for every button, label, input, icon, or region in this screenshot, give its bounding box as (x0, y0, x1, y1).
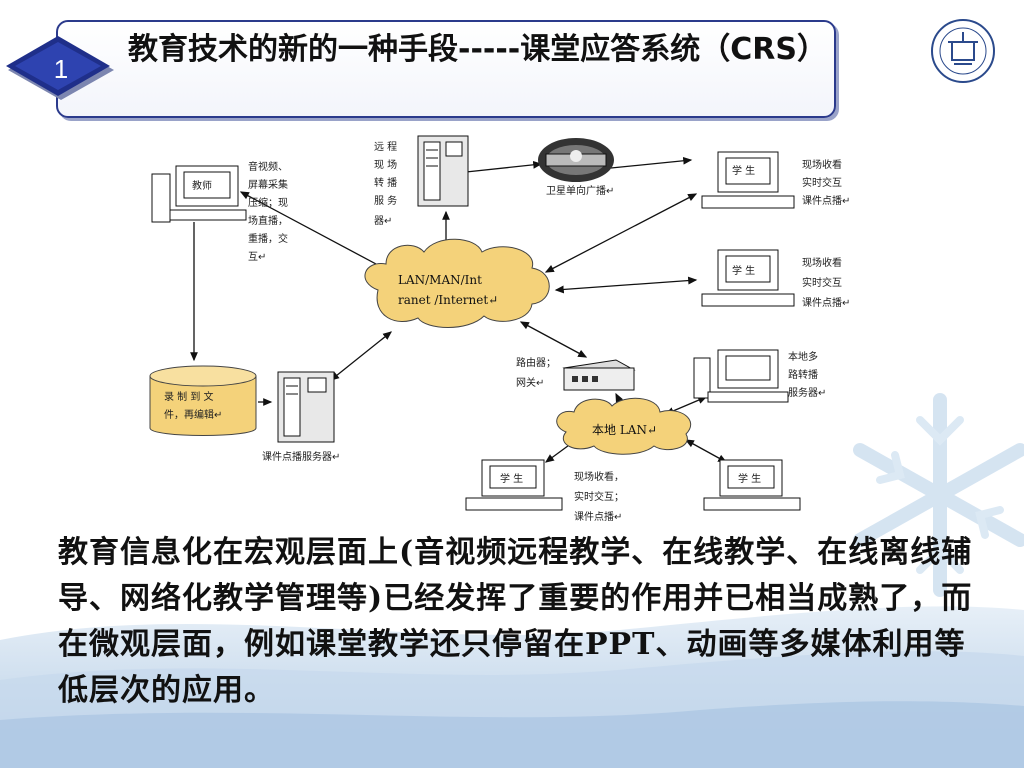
svg-text:学 生: 学 生 (732, 264, 755, 277)
student-caption-3: 现场收看， 实时交互； 课件点播↵ (574, 470, 627, 523)
slide-number-badge: 1 (6, 34, 124, 106)
record-database-icon: 录 制 到 文 件，再编辑↵ (149, 365, 257, 436)
satellite-caption: 卫星单向广播↵ (546, 184, 614, 197)
internet-cloud-icon: LAN/MAN/Int ranet /Internet↵ (364, 238, 550, 328)
teacher-caption: 音视频、 屏幕采集 压缩；现 场直播， 重播，交 互↵ (248, 160, 291, 263)
title-frame (56, 20, 836, 118)
snowflake-decoration (853, 393, 1024, 597)
student-computer-icon-4: 学 生 (703, 459, 801, 511)
student-computer-icon-3: 学 生 (465, 459, 563, 511)
router-icon (562, 359, 636, 391)
svg-text:ranet /Internet↵: ranet /Internet↵ (398, 293, 498, 307)
svg-text:件，再编辑↵: 件，再编辑↵ (164, 408, 222, 421)
svg-text:LAN/MAN/Int: LAN/MAN/Int (398, 273, 482, 287)
teacher-label: 教师 (192, 179, 212, 192)
university-logo (931, 19, 995, 83)
remote-server-caption: 远 程 现 场 转 播 服 务 器↵ (374, 141, 400, 227)
student-computer-icon-2: 学 生 (701, 249, 795, 307)
vod-server-caption: 课件点播服务器↵ (262, 450, 340, 463)
slide-number: 1 (53, 53, 69, 84)
student-computer-icon-1: 学 生 (701, 151, 795, 209)
student-caption-1: 现场收看 实时交互 课件点播↵ (802, 158, 850, 207)
remote-server-icon (417, 135, 469, 207)
body-paragraph: 教育信息化在宏观层面上(音视频远程教学、在线教学、在线离线辅导、网络化教学管理等… (58, 535, 973, 708)
student-caption-2: 现场收看 实时交互 课件点播↵ (802, 256, 850, 309)
svg-text:学 生: 学 生 (732, 164, 755, 177)
svg-text:学 生: 学 生 (500, 472, 523, 485)
local-lan-cloud-icon: 本地 LAN↵ (556, 397, 692, 455)
local-server-caption: 本地多 路转播 服务器↵ (788, 350, 826, 399)
page-title: 教育技术的新的一种手段-----课堂应答系统（CRS） (128, 32, 827, 67)
bottom-wave-decoration (0, 606, 1024, 768)
router-caption: 路由器； 网关↵ (516, 356, 559, 389)
svg-text:本地 LAN↵: 本地 LAN↵ (592, 423, 657, 437)
crs-network-diagram: 教师 音视频、 屏幕采集 压缩；现 场直播， 重播，交 互↵ 远 程 现 场 转… (146, 132, 866, 532)
local-server-computer-icon (693, 349, 789, 403)
svg-text:学 生: 学 生 (738, 472, 761, 485)
svg-text:录 制 到 文: 录 制 到 文 (164, 390, 214, 403)
satellite-icon (538, 138, 614, 182)
teacher-computer-icon: 教师 (151, 165, 247, 223)
vod-server-icon (277, 371, 335, 443)
